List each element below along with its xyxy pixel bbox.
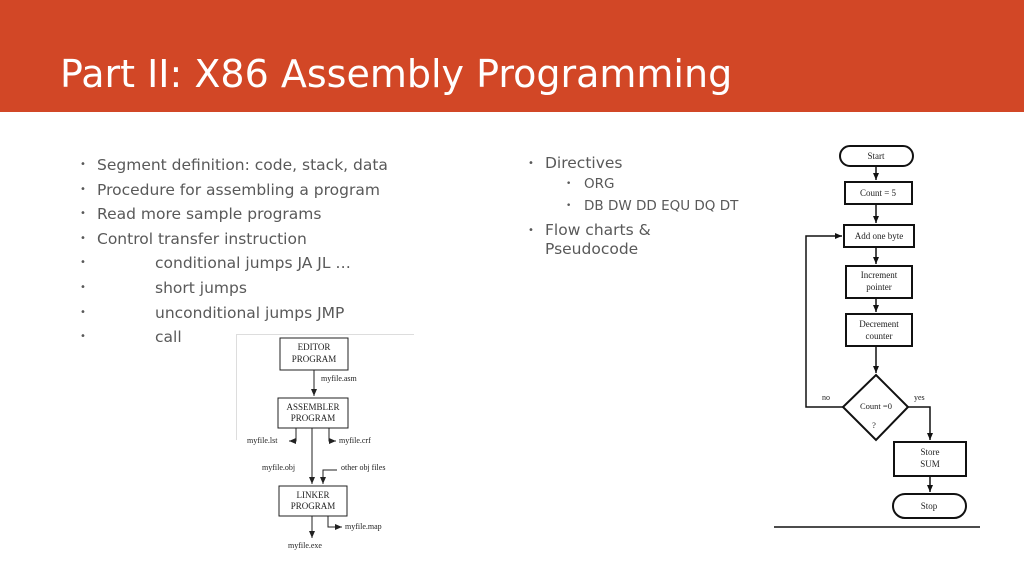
list-item: •Procedure for assembling a program xyxy=(80,178,500,203)
decrement-label: Decrement xyxy=(859,319,899,329)
list-item: •Read more sample programs xyxy=(80,202,500,227)
increment-box xyxy=(845,265,913,299)
store-label: SUM xyxy=(920,459,940,469)
bullet-icon: • xyxy=(80,159,86,170)
flowchart-diagram: Start Count = 5 Add one byte Increment p… xyxy=(774,145,980,528)
other-obj-label: other obj files xyxy=(341,463,385,472)
assembler-program-box xyxy=(277,397,349,429)
stop-label: Stop xyxy=(921,501,938,511)
count-box xyxy=(844,181,913,205)
bullet-icon: • xyxy=(80,306,86,318)
bullet-icon: • xyxy=(528,158,534,169)
decrement-label: counter xyxy=(866,331,893,341)
flow-arrow xyxy=(328,428,336,444)
bullet-icon: • xyxy=(80,208,86,220)
add-byte-label: Add one byte xyxy=(855,231,904,241)
flow-arrow xyxy=(327,516,342,530)
list-item: •Segment definition: code, stack, data xyxy=(80,153,500,178)
crf-file-label: myfile.crf xyxy=(339,436,371,445)
list-item: •DB DW DD EQU DQ DT xyxy=(528,195,768,217)
decision-label: Count =0 xyxy=(860,401,892,411)
bullet-icon: • xyxy=(80,257,86,269)
bullet-icon: • xyxy=(566,179,572,189)
assembler-label: ASSEMBLER xyxy=(286,402,339,412)
flow-arrow xyxy=(908,406,933,440)
list-item: •Control transfer instruction xyxy=(80,227,500,252)
loop-arrow xyxy=(805,233,843,408)
decrement-box xyxy=(845,313,913,347)
increment-label: pointer xyxy=(866,282,892,292)
add-byte-box xyxy=(843,224,915,248)
editor-label: EDITOR xyxy=(298,342,331,352)
store-label: Store xyxy=(921,447,940,457)
list-item: •ORG xyxy=(528,173,768,195)
bullet-icon: • xyxy=(80,281,86,293)
bullet-icon: • xyxy=(528,225,534,236)
lst-file-label: myfile.lst xyxy=(247,436,278,445)
count-decision xyxy=(841,373,910,442)
flow-arrow xyxy=(289,428,297,444)
asm-file-label: myfile.asm xyxy=(321,374,358,383)
left-bullet-list: •Segment definition: code, stack, data •… xyxy=(80,153,500,350)
list-item: •short jumps xyxy=(80,276,500,301)
obj-file-label: myfile.obj xyxy=(262,463,295,472)
linker-label: LINKER xyxy=(297,490,330,500)
list-item: •Flow charts &Pseudocode xyxy=(528,221,651,258)
bullet-icon: • xyxy=(566,201,572,211)
list-item: •unconditional jumps JMP xyxy=(80,301,500,326)
editor-label: PROGRAM xyxy=(292,354,337,364)
linker-label: PROGRAM xyxy=(291,501,336,511)
bullet-icon: • xyxy=(80,183,86,195)
flow-arrow xyxy=(320,469,337,484)
exe-file-label: myfile.exe xyxy=(288,541,322,550)
bullet-icon: • xyxy=(80,232,86,244)
no-label: no xyxy=(822,393,830,402)
bullet-icon: • xyxy=(80,331,86,343)
decision-label: ? xyxy=(872,420,876,430)
assembly-process-diagram: EDITOR PROGRAM myfile.asm ASSEMBLER PROG… xyxy=(236,334,414,550)
map-file-label: myfile.map xyxy=(345,522,382,531)
list-item: •call xyxy=(80,325,500,350)
slide-title: Part II: X86 Assembly Programming xyxy=(60,52,733,96)
assembler-label: PROGRAM xyxy=(291,413,336,423)
list-item: •conditional jumps JA JL … xyxy=(80,251,500,276)
title-banner xyxy=(0,0,1024,112)
start-label: Start xyxy=(868,151,885,161)
yes-label: yes xyxy=(914,393,925,402)
list-item: •Directives xyxy=(528,154,623,172)
stop-terminal xyxy=(892,493,967,519)
count-label: Count = 5 xyxy=(860,188,897,198)
right-bullet-list: •Directives •ORG •DB DW DD EQU DQ DT •Fl… xyxy=(528,154,768,259)
increment-label: Increment xyxy=(861,270,898,280)
linker-program-box xyxy=(278,485,348,517)
